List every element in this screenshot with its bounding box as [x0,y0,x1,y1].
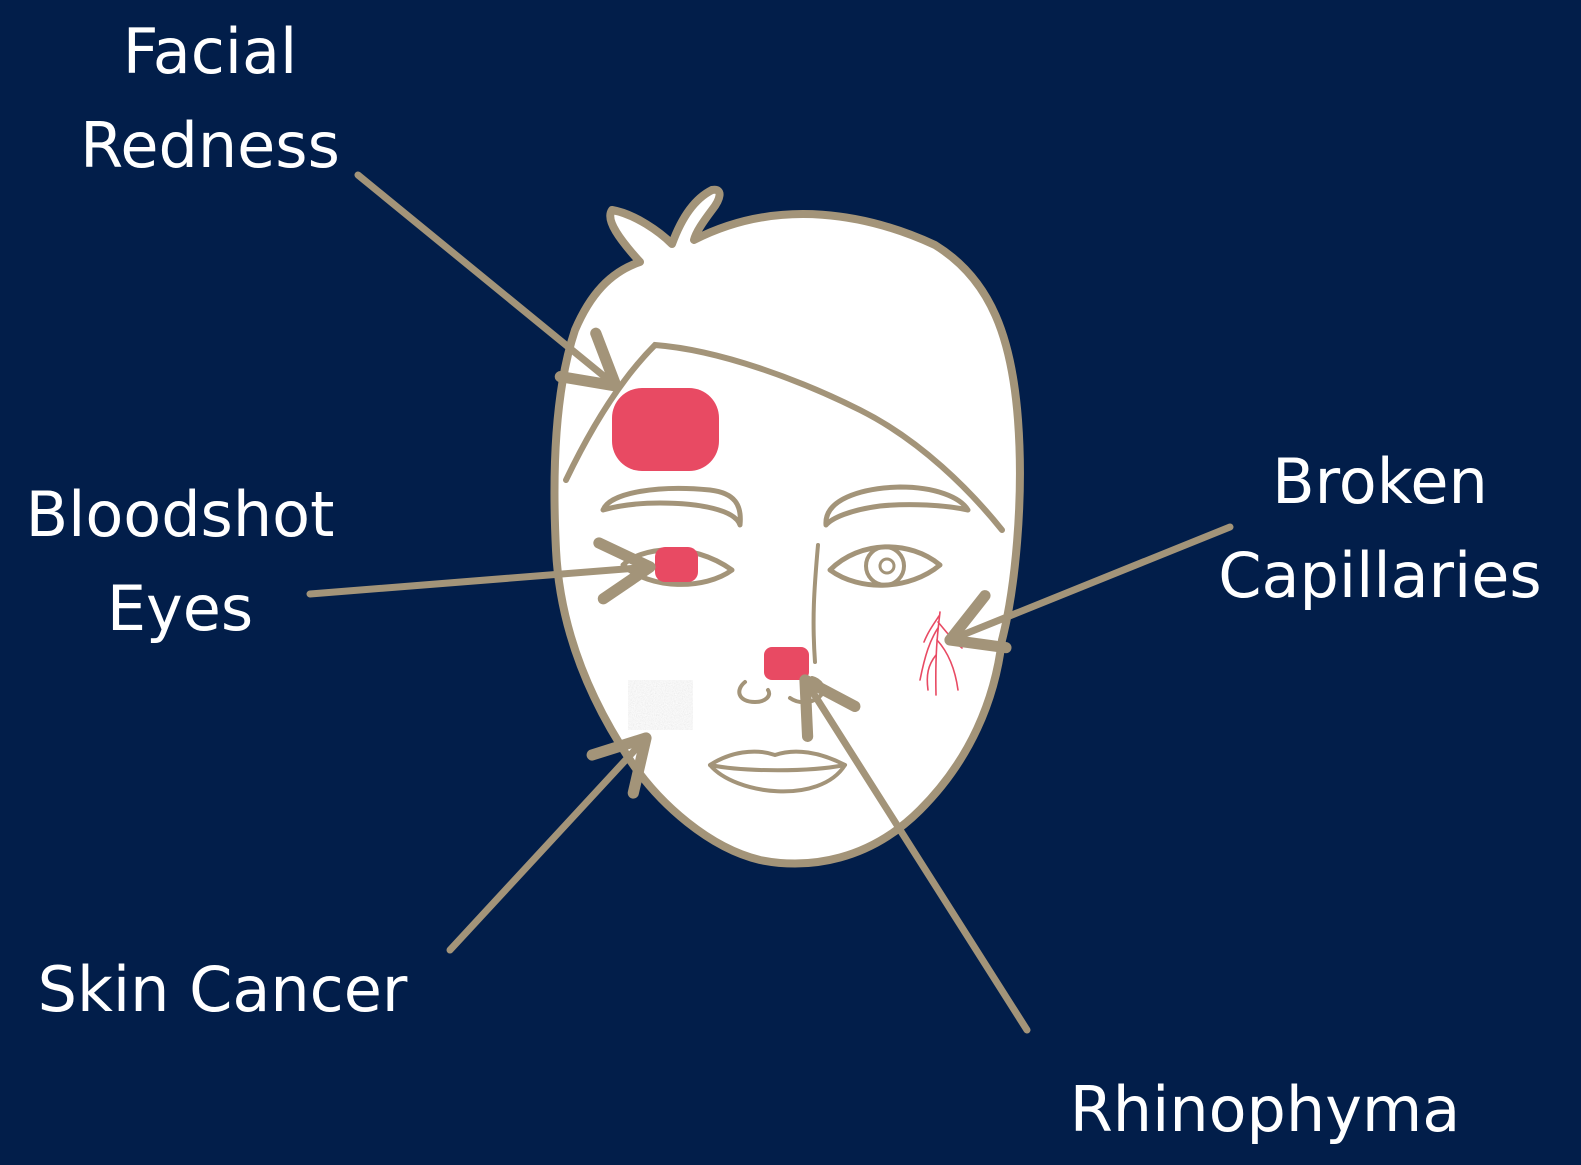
label-broken-capillaries-line2: Capillaries [1190,529,1570,623]
bloodshot-eye-patch [655,547,698,582]
arrow-skin-cancer [450,738,646,950]
label-skin-cancer-line1: Skin Cancer [10,943,435,1037]
label-facial-redness: Facial Redness [40,5,380,193]
label-skin-cancer: Skin Cancer [10,943,435,1037]
label-bloodshot-eyes-line1: Bloodshot [0,468,360,562]
upper-lip [710,752,845,771]
label-bloodshot-eyes: Bloodshot Eyes [0,468,360,656]
label-facial-redness-line2: Redness [40,99,380,193]
label-broken-capillaries-line1: Broken [1190,435,1570,529]
label-facial-redness-line1: Facial [40,5,380,99]
label-rhinophyma-line1: Rhinophyma [1030,1063,1500,1157]
arrow-facial-redness [358,175,616,386]
rhinophyma-patch [764,647,809,680]
label-broken-capillaries: Broken Capillaries [1190,435,1570,623]
label-bloodshot-eyes-line2: Eyes [0,562,360,656]
label-rhinophyma: Rhinophyma [1030,1063,1500,1157]
skin-cancer-speckle [628,680,693,730]
facial-redness-patch [612,388,719,471]
